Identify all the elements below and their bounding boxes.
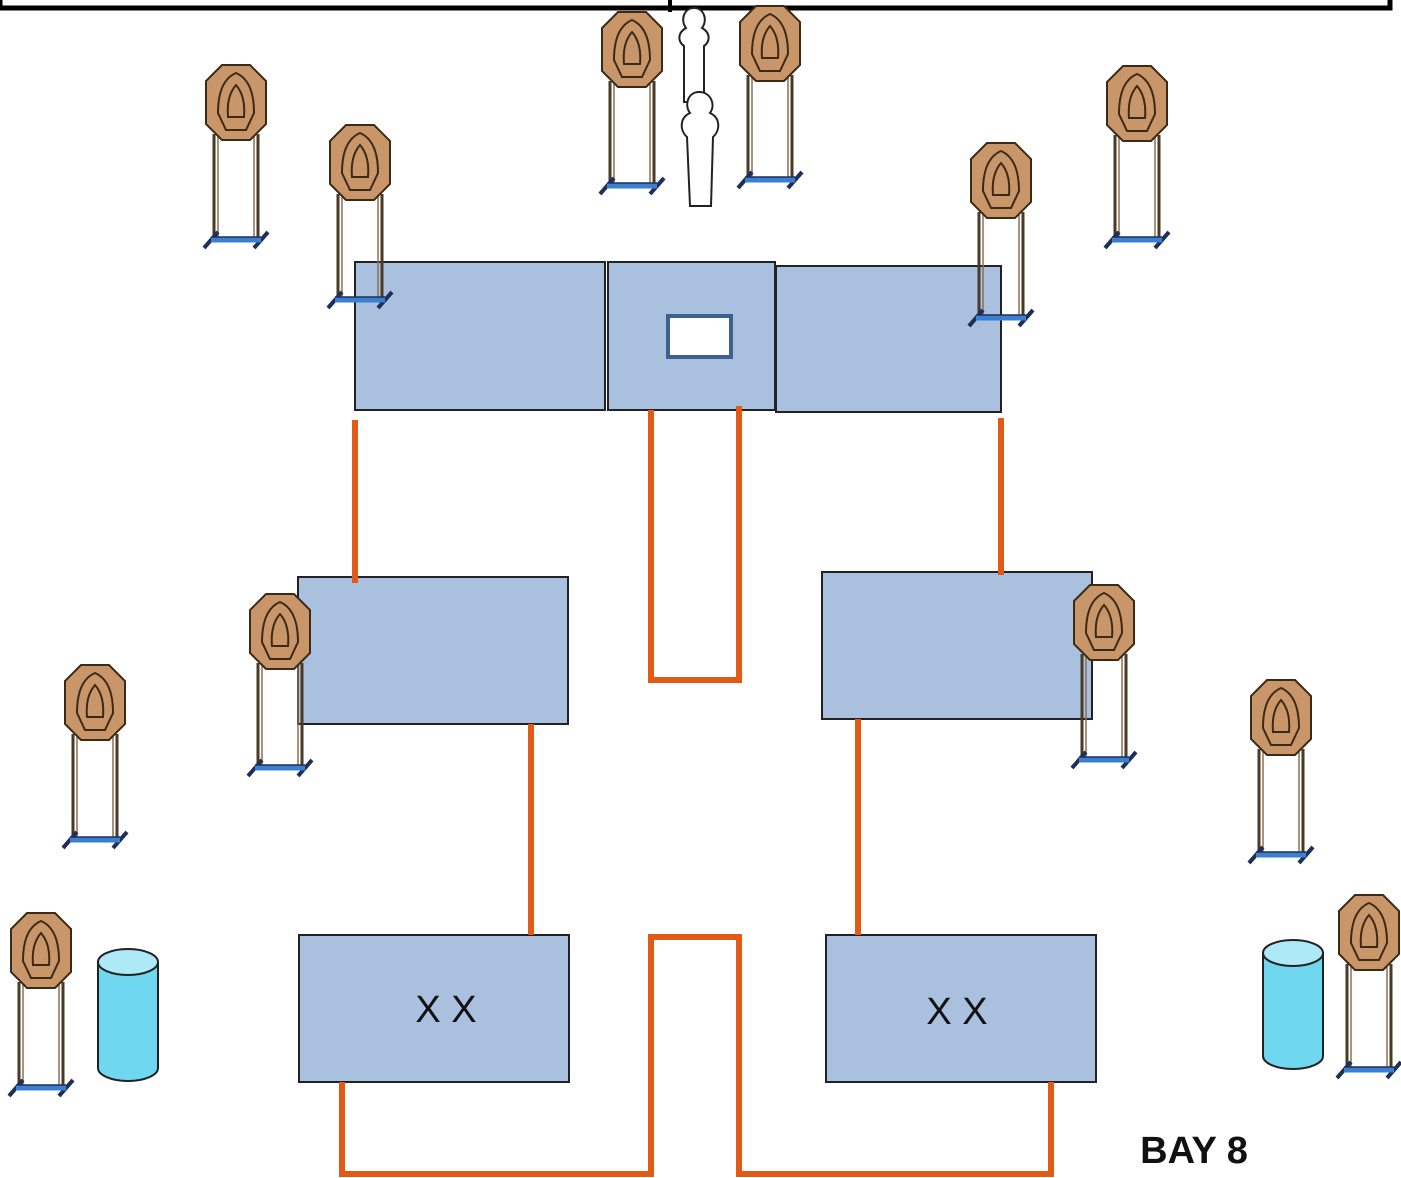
steel-target-on-stand bbox=[598, 11, 666, 196]
table-top-right bbox=[775, 265, 1002, 413]
port-window bbox=[666, 314, 733, 359]
steel-target-on-stand bbox=[61, 664, 129, 850]
table-bottom-left bbox=[298, 934, 570, 1083]
barrel-right bbox=[1262, 939, 1324, 1070]
steel-target-on-stand bbox=[326, 124, 394, 310]
fault-line-bottom-left bbox=[339, 934, 1054, 1177]
table-middle-left bbox=[297, 576, 569, 725]
table-bottom-right bbox=[825, 934, 1097, 1083]
steel-target-on-stand bbox=[736, 5, 804, 190]
steel-target-on-stand bbox=[1335, 894, 1401, 1080]
steel-targets bbox=[7, 5, 1401, 1098]
no-shoot-target-lower bbox=[680, 90, 720, 207]
steel-target-on-stand bbox=[7, 912, 75, 1098]
steel-target-on-stand bbox=[202, 64, 270, 250]
steel-target-on-stand bbox=[246, 593, 314, 778]
fault-lines bbox=[339, 406, 1054, 1177]
barrel-left bbox=[97, 948, 159, 1082]
steel-target-on-stand bbox=[1247, 679, 1315, 865]
steel-target-on-stand bbox=[1103, 65, 1171, 250]
no-shoot-target-upper bbox=[678, 6, 710, 103]
box-label-bottom-right: X X bbox=[926, 991, 987, 1033]
steel-target-on-stand bbox=[1070, 584, 1138, 770]
bay-label: BAY 8 bbox=[1140, 1130, 1248, 1172]
steel-target-on-stand bbox=[967, 142, 1035, 328]
fault-line-center-loop bbox=[648, 406, 742, 683]
table-middle-right bbox=[821, 571, 1093, 720]
table-top-left bbox=[354, 261, 606, 411]
box-label-bottom-left: X X bbox=[415, 989, 476, 1031]
table-top-center bbox=[607, 261, 776, 411]
